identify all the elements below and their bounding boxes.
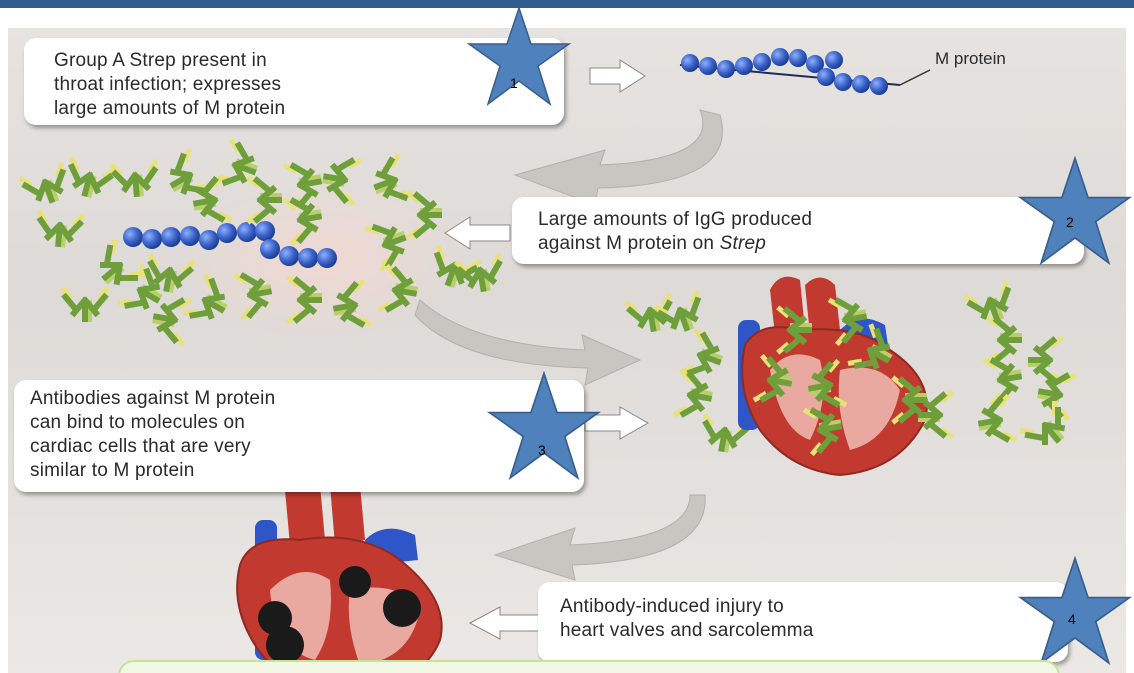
lesion <box>339 566 371 598</box>
callout-2-line-2-text: against M protein on <box>538 233 720 254</box>
lesion <box>266 626 304 664</box>
callout-4-line-2: heart valves and sarcolemma <box>560 620 814 642</box>
star-icon <box>1015 155 1134 275</box>
callout-2-line-1: Large amounts of IgG produced <box>538 209 812 231</box>
step-number-1: 1 <box>510 75 518 91</box>
callout-2-line-2: against M protein on Strep <box>538 233 766 255</box>
callout-3-line-2: can bind to molecules on <box>30 412 245 434</box>
callout-1-line-3: large amounts of M protein <box>54 98 285 120</box>
callout-3-line-4: similar to M protein <box>30 460 195 482</box>
callout-1-line-1: Group A Strep present in <box>54 50 267 72</box>
summary-box <box>118 660 1060 673</box>
callout-3-line-1: Antibodies against M protein <box>30 388 275 410</box>
callout-box-4: Antibody-induced injury to heart valves … <box>538 582 1068 662</box>
strep-chain-icon <box>680 48 930 95</box>
callout-3-line-3: cardiac cells that are very <box>30 436 251 458</box>
star-icon <box>464 5 574 115</box>
callout-box-2: Large amounts of IgG produced against M … <box>512 197 1084 264</box>
star-icon <box>484 370 604 490</box>
m-protein-label: M protein <box>935 49 1006 69</box>
callout-2-line-2-italic: Strep <box>720 233 766 254</box>
heart-icon <box>237 478 442 673</box>
callout-1-line-2: throat infection; expresses <box>54 74 281 96</box>
step-number-4: 4 <box>1068 611 1076 627</box>
step-number-3: 3 <box>538 442 546 458</box>
step-number-2: 2 <box>1066 214 1074 230</box>
arrow-icon <box>415 110 722 580</box>
lesion <box>383 589 421 627</box>
heart-icon <box>738 277 954 475</box>
callout-4-line-1: Antibody-induced injury to <box>560 596 784 618</box>
